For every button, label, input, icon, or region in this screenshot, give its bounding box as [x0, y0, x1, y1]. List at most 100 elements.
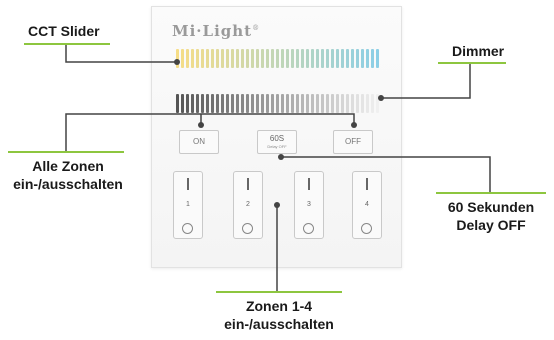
dimmer-slider-segment — [376, 94, 379, 113]
dimmer-slider-segment — [291, 94, 294, 113]
off-button-label: OFF — [345, 137, 361, 146]
delay-leader-line — [281, 156, 491, 193]
dimmer-slider-segment — [336, 94, 339, 113]
cct-slider-segment — [326, 49, 329, 68]
cct-slider-segment — [301, 49, 304, 68]
dimmer-slider[interactable] — [176, 94, 379, 113]
cct-slider-segment — [266, 49, 269, 68]
dimmer-slider-segment — [206, 94, 209, 113]
cct-slider-segment — [201, 49, 204, 68]
dimmer-anchor-dot — [378, 95, 384, 101]
zone-3-switch[interactable]: 3 — [294, 171, 324, 239]
dimmer-slider-segment — [351, 94, 354, 113]
zones-callout-line2: ein-/ausschalten — [224, 316, 334, 332]
on-mark-icon — [247, 178, 249, 190]
cct-slider-segment — [216, 49, 219, 68]
brand-logo: Mi·Light® — [172, 22, 260, 40]
delay-anchor-dot — [278, 154, 284, 160]
cct-slider-segment — [296, 49, 299, 68]
dimmer-slider-segment — [216, 94, 219, 113]
cct-slider-segment — [261, 49, 264, 68]
off-mark-icon — [242, 223, 253, 234]
brand-registered-mark: ® — [252, 24, 261, 32]
cct-slider-segment — [321, 49, 324, 68]
cct-slider-segment — [376, 49, 379, 68]
dimmer-slider-segment — [241, 94, 244, 113]
cct-slider-segment — [356, 49, 359, 68]
cct-slider-segment — [241, 49, 244, 68]
all-zones-callout: Alle Zonen ein-/ausschalten — [8, 157, 128, 193]
dimmer-slider-segment — [186, 94, 189, 113]
cct-slider-segment — [236, 49, 239, 68]
zone-number: 2 — [246, 201, 250, 208]
on-mark-icon — [187, 178, 189, 190]
delay-callout-line1: 60 Sekunden — [447, 199, 535, 215]
cct-slider-segment — [191, 49, 194, 68]
delay-button-label: 60S — [269, 134, 285, 143]
cct-slider-segment — [251, 49, 254, 68]
dimmer-slider-segment — [331, 94, 334, 113]
dimmer-slider-segment — [361, 94, 364, 113]
dimmer-slider-segment — [201, 94, 204, 113]
on-anchor-dot — [198, 122, 204, 128]
zone-4-switch[interactable]: 4 — [352, 171, 382, 239]
cct-slider-segment — [361, 49, 364, 68]
cct-slider-callout: CCT Slider — [28, 22, 100, 40]
cct-slider-segment — [366, 49, 369, 68]
dimmer-slider-segment — [196, 94, 199, 113]
zone-2-switch[interactable]: 2 — [233, 171, 263, 239]
dimmer-slider-segment — [266, 94, 269, 113]
cct-slider-segment — [311, 49, 314, 68]
dimmer-slider-segment — [346, 94, 349, 113]
on-mark-icon — [366, 178, 368, 190]
delay-off-button[interactable]: 60S Delay OFF — [257, 130, 297, 154]
dimmer-callout: Dimmer — [452, 42, 504, 60]
cct-slider-segment — [211, 49, 214, 68]
dimmer-slider-segment — [281, 94, 284, 113]
off-button[interactable]: OFF — [333, 130, 373, 154]
cct-slider-segment — [281, 49, 284, 68]
zones-callout-line1: Zonen 1-4 — [245, 298, 313, 314]
cct-slider-segment — [276, 49, 279, 68]
cct-leader-line — [65, 44, 177, 63]
cct-slider-segment — [246, 49, 249, 68]
dimmer-slider-segment — [296, 94, 299, 113]
zone-1-switch[interactable]: 1 — [173, 171, 203, 239]
cct-slider-callout-text: CCT Slider — [28, 23, 100, 39]
dimmer-slider-segment — [371, 94, 374, 113]
cct-slider-segment — [176, 49, 179, 68]
dimmer-slider-segment — [366, 94, 369, 113]
dimmer-slider-segment — [221, 94, 224, 113]
delay-button-sublabel: Delay OFF — [267, 144, 287, 149]
zones-anchor-dot — [274, 202, 280, 208]
on-button-label: ON — [193, 137, 205, 146]
dimmer-leader-line — [381, 63, 471, 99]
dimmer-slider-segment — [251, 94, 254, 113]
on-mark-icon — [308, 178, 310, 190]
zone-number: 1 — [186, 201, 190, 208]
cct-slider-segment — [306, 49, 309, 68]
dimmer-slider-segment — [306, 94, 309, 113]
off-anchor-dot — [351, 122, 357, 128]
dimmer-slider-segment — [311, 94, 314, 113]
cct-slider-segment — [346, 49, 349, 68]
cct-slider[interactable] — [176, 49, 379, 68]
dimmer-callout-text: Dimmer — [452, 43, 505, 59]
cct-slider-segment — [256, 49, 259, 68]
dimmer-slider-segment — [176, 94, 179, 113]
cct-slider-segment — [196, 49, 199, 68]
cct-slider-segment — [336, 49, 339, 68]
dimmer-slider-segment — [191, 94, 194, 113]
dimmer-slider-segment — [261, 94, 264, 113]
on-button[interactable]: ON — [179, 130, 219, 154]
zone-number: 3 — [307, 201, 311, 208]
cct-slider-segment — [186, 49, 189, 68]
dimmer-slider-segment — [246, 94, 249, 113]
dimmer-slider-segment — [286, 94, 289, 113]
cct-slider-segment — [341, 49, 344, 68]
all-zones-leader-line — [65, 113, 355, 152]
cct-slider-segment — [291, 49, 294, 68]
cct-slider-segment — [271, 49, 274, 68]
dimmer-slider-segment — [356, 94, 359, 113]
zones-callout: Zonen 1-4 ein-/ausschalten — [212, 297, 346, 333]
